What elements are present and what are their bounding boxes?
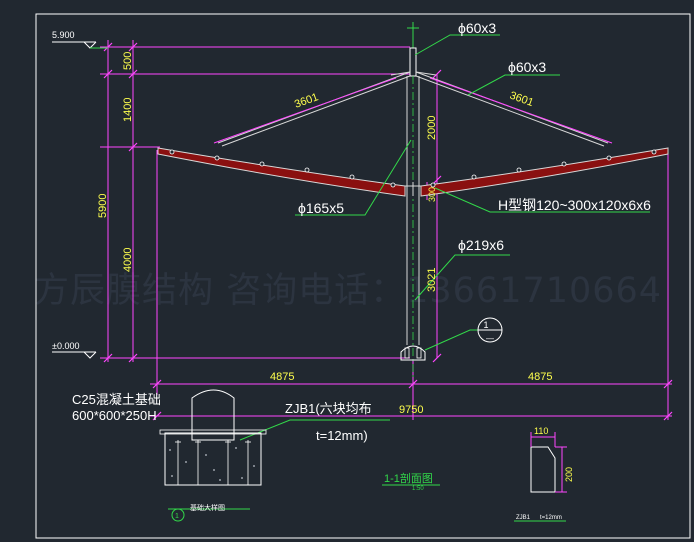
dim-4000: 4000 bbox=[122, 248, 134, 272]
elevation-markers bbox=[52, 41, 97, 359]
plate-detail bbox=[514, 432, 567, 522]
dim-total: 9750 bbox=[399, 404, 423, 416]
column bbox=[400, 22, 426, 380]
label-strut: ϕ165x5 bbox=[298, 200, 344, 216]
member-labels: ϕ60x3 ϕ60x3 ϕ165x5 H型钢120~300x120x6x6 ϕ2… bbox=[72, 20, 651, 443]
view-titles: 1-1剖面图 1:50 基础大样图 1 ZJB1 t=12mm bbox=[175, 471, 562, 521]
detail-title: 基础大样图 bbox=[190, 503, 225, 512]
dim-rafter-left: 3601 bbox=[293, 91, 320, 111]
detail-ref: 1 bbox=[175, 513, 179, 520]
watermark: 方辰膜结构 咨询电话：13661710664 bbox=[34, 271, 663, 311]
rafter-dim-lines bbox=[213, 77, 613, 144]
dim-300: 300 bbox=[427, 187, 437, 202]
label-tie-top: ϕ60x3 bbox=[458, 20, 496, 36]
label-plate-thickness: t=12mm) bbox=[316, 428, 368, 443]
section-scale: 1:50 bbox=[412, 486, 424, 492]
dim-2000: 2000 bbox=[426, 116, 438, 140]
label-plate: ZJB1(六块均布 bbox=[285, 401, 372, 416]
extension-lines bbox=[100, 40, 672, 420]
section-title: 1-1剖面图 bbox=[384, 471, 433, 485]
plate-title-thickness: t=12mm bbox=[540, 515, 562, 521]
dim-500: 500 bbox=[122, 52, 134, 70]
drawing-frame bbox=[35, 13, 691, 539]
leaders bbox=[239, 34, 650, 441]
label-tie-right: ϕ60x3 bbox=[508, 59, 546, 75]
label-column: ϕ219x6 bbox=[458, 237, 504, 253]
section-ref-sub: — bbox=[486, 334, 494, 343]
beam-holes bbox=[169, 149, 657, 188]
label-concrete: C25混凝土基础 bbox=[72, 392, 161, 407]
dim-1400: 1400 bbox=[122, 98, 134, 122]
label-concrete-size: 600*600*250H bbox=[72, 408, 157, 423]
label-beam: H型钢120~300x120x6x6 bbox=[498, 197, 651, 213]
dim-rafter-right: 3601 bbox=[508, 90, 535, 110]
plate-title: ZJB1 bbox=[516, 515, 531, 521]
elevation-labels: 5.900 ±0.000 bbox=[52, 30, 79, 351]
elevation-ground: ±0.000 bbox=[52, 341, 79, 351]
foundation-detail bbox=[159, 389, 267, 522]
dim-5900: 5900 bbox=[97, 194, 109, 218]
dim-plate-width: 110 bbox=[534, 426, 548, 436]
dimension-text: 500 1400 4000 5900 2000 3021 300 3601 36… bbox=[97, 52, 574, 482]
dim-ticks bbox=[103, 42, 673, 421]
section-ref-marker bbox=[477, 317, 503, 343]
dim-plate-height: 200 bbox=[564, 467, 574, 482]
dim-half-right: 4875 bbox=[528, 371, 552, 383]
dim-half-left: 4875 bbox=[270, 371, 294, 383]
section-ref-number: 1 bbox=[483, 320, 488, 330]
elevation-top: 5.900 bbox=[52, 30, 75, 40]
h-beams bbox=[157, 147, 669, 197]
dim-3021: 3021 bbox=[426, 268, 438, 292]
